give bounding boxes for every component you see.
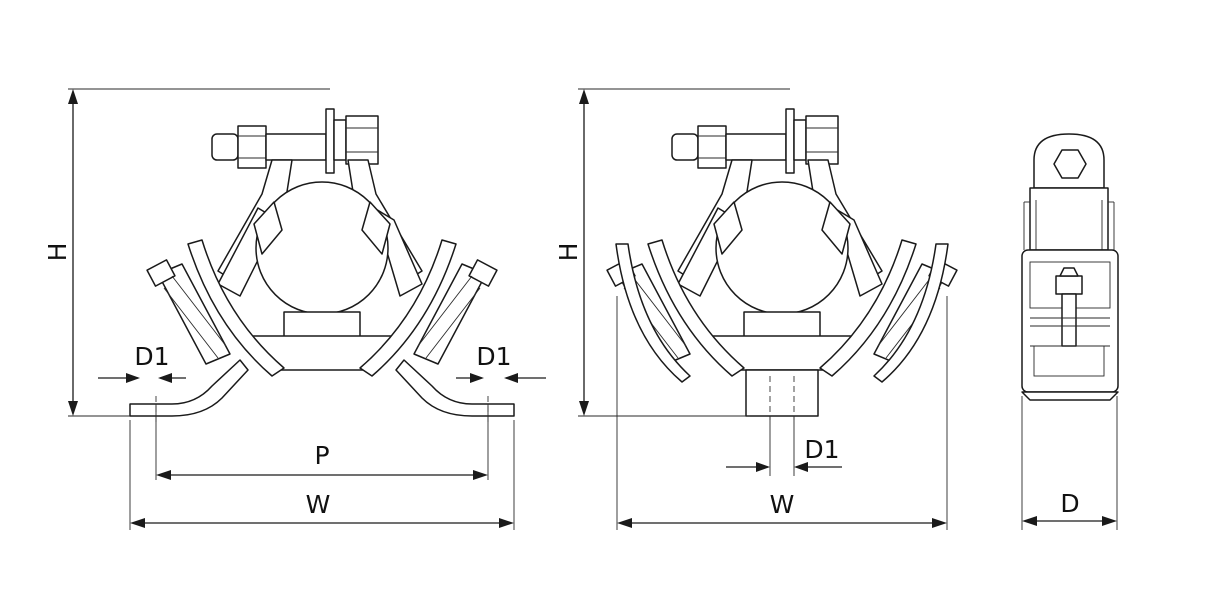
hole-label-left: D1 <box>134 342 169 371</box>
view-side: D <box>1021 133 1119 530</box>
view-front-feet: H D1 D1 P W <box>43 88 546 530</box>
view-front-center: H D1 W <box>554 88 958 530</box>
height-label-2: H <box>554 243 583 262</box>
pitch-label: P <box>314 441 329 470</box>
height-label-1: H <box>43 243 72 262</box>
depth-label: D <box>1060 489 1079 518</box>
clamp-assembly-1 <box>129 108 515 424</box>
hole-label-right: D1 <box>476 342 511 371</box>
width-label-1: W <box>306 490 331 519</box>
clamp-assembly-2 <box>606 108 958 420</box>
width-label-2: W <box>770 490 795 519</box>
hole-label-center: D1 <box>804 435 839 464</box>
